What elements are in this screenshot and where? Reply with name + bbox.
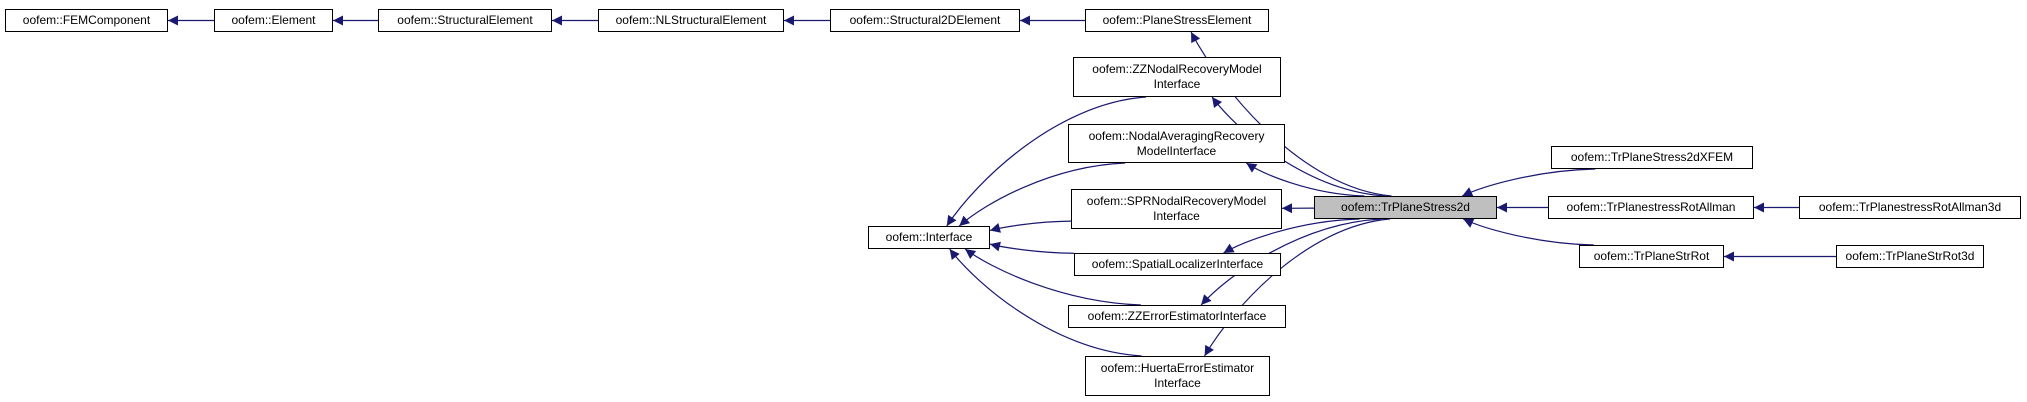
- class-node-structural2delement[interactable]: oofem::Structural2DElement: [830, 9, 1020, 32]
- class-node-label: ModelInterface: [1136, 143, 1217, 158]
- class-node-trplanestrrot3d[interactable]: oofem::TrPlaneStrRot3d: [1836, 245, 1984, 268]
- class-node-label: oofem::ZZErrorEstimatorInterface: [1087, 309, 1267, 323]
- class-node-label: oofem::SPRNodalRecoveryModel: [1086, 194, 1267, 208]
- class-node-label: Interface: [1154, 376, 1201, 390]
- class-node-label: oofem::HuertaErrorEstimator: [1100, 361, 1255, 375]
- class-node-trplanestress2dxfem[interactable]: oofem::TrPlaneStress2dXFEM: [1551, 146, 1753, 169]
- class-node-trplanestressrotallman[interactable]: oofem::TrPlanestressRotAllman: [1548, 196, 1754, 219]
- inheritance-edge-spatiallocalizer-to-interface: [989, 241, 1075, 254]
- class-node-trplanestress2d[interactable]: oofem::TrPlaneStress2d: [1314, 196, 1497, 219]
- class-node-spatiallocalizer[interactable]: oofem::SpatialLocalizerInterface: [1074, 253, 1281, 276]
- class-node-label: oofem::NodalAveragingRecovery: [1088, 128, 1265, 143]
- class-node-label: Interface: [1153, 77, 1201, 91]
- class-node-trplanestressrotallman3d[interactable]: oofem::TrPlanestressRotAllman3d: [1799, 196, 2021, 219]
- class-node-label: oofem::Element: [231, 13, 316, 27]
- class-node-label: oofem::FEMComponent: [22, 13, 151, 27]
- class-node-nlstructuralelement[interactable]: oofem::NLStructuralElement: [598, 9, 784, 32]
- class-node-label: oofem::StructuralElement: [397, 13, 533, 27]
- inheritance-edge-trplanestress2d-to-spatiallocalizer: [1223, 218, 1360, 254]
- class-node-label: oofem::TrPlaneStress2d: [1341, 200, 1470, 214]
- inheritance-edge-trplanestrrot-to-trplanestress2d: [1462, 218, 1594, 246]
- inheritance-edge-trplanestress2d-to-nodalaveraging: [1245, 162, 1365, 197]
- class-node-label: oofem::TrPlaneStress2dXFEM: [1570, 150, 1734, 164]
- class-node-label: Interface: [1153, 209, 1200, 223]
- inheritance-edge-trplanestress2d-to-zzerrorestimator: [1200, 218, 1382, 306]
- class-node-label: oofem::Structural2DElement: [849, 13, 1001, 27]
- class-node-label: oofem::ZZNodalRecoveryModel: [1092, 62, 1262, 76]
- class-node-element[interactable]: oofem::Element: [214, 9, 333, 32]
- class-node-trplanestrrot[interactable]: oofem::TrPlaneStrRot: [1579, 245, 1724, 268]
- class-node-label: oofem::TrPlanestressRotAllman3d: [1818, 200, 2002, 214]
- class-node-structuralelement[interactable]: oofem::StructuralElement: [378, 9, 552, 32]
- class-node-label: oofem::NLStructuralElement: [615, 13, 767, 27]
- inheritance-edge-nodalaveraging-to-interface: [958, 162, 1126, 227]
- inheritance-edge-zznodalrecovery-to-interface: [946, 96, 1147, 227]
- class-node-label: oofem::PlaneStressElement: [1102, 13, 1252, 27]
- inheritance-edge-huertaerror-to-interface: [949, 248, 1142, 357]
- class-node-label: oofem::TrPlanestressRotAllman: [1566, 200, 1736, 214]
- class-node-label: oofem::TrPlaneStrRot3d: [1845, 249, 1975, 263]
- class-node-label: oofem::TrPlaneStrRot: [1593, 249, 1710, 263]
- inheritance-edge-zzerrorestimator-to-interface: [964, 248, 1141, 306]
- class-node-planestresselement[interactable]: oofem::PlaneStressElement: [1085, 9, 1269, 32]
- class-node-label: oofem::Interface: [885, 230, 973, 244]
- class-node-label: oofem::SpatialLocalizerInterface: [1091, 257, 1264, 271]
- inheritance-edge-trplanestress2dxfem-to-trplanestress2d: [1461, 168, 1596, 197]
- inheritance-edge-sprnodalrecovery-to-interface: [989, 220, 1072, 233]
- class-node-zzerrorestimator[interactable]: oofem::ZZErrorEstimatorInterface: [1068, 305, 1286, 328]
- class-node-femcomponent[interactable]: oofem::FEMComponent: [5, 9, 168, 32]
- class-node-interface[interactable]: oofem::Interface: [868, 226, 990, 249]
